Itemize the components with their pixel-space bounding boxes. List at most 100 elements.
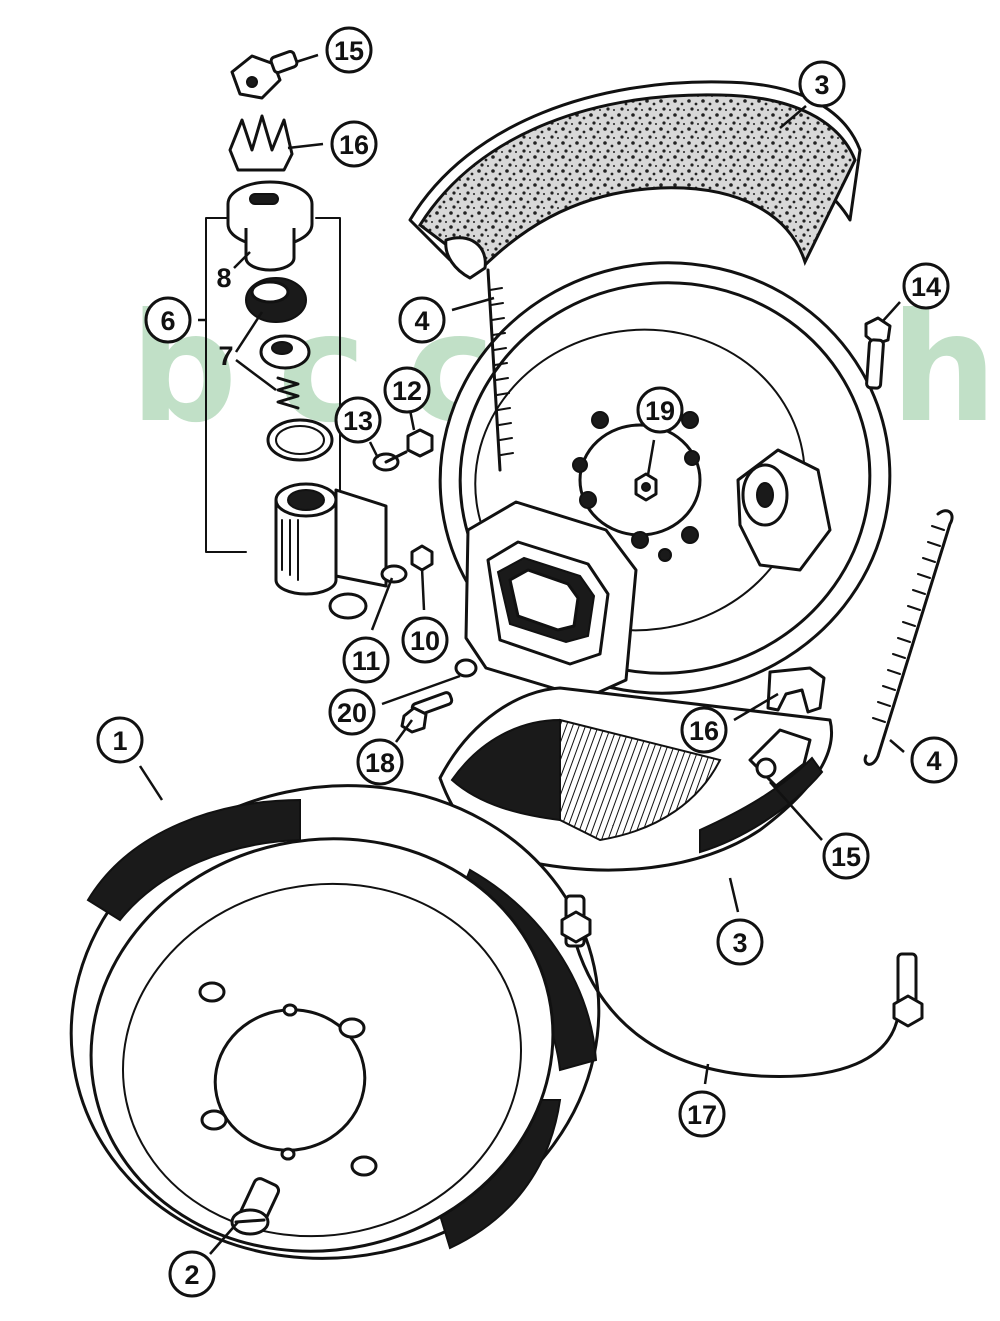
bolt-10 bbox=[410, 544, 434, 572]
callout-group: 15 16 3 14 4 6 12 13 19 11 10 20 18 16 4 1 15 3 17 2 bbox=[96, 26, 958, 1298]
callout-c16a: 16 bbox=[330, 120, 378, 168]
callout-circle bbox=[716, 918, 764, 966]
callout-circle bbox=[328, 688, 376, 736]
callout-circle bbox=[96, 716, 144, 764]
dust-cap bbox=[226, 180, 314, 272]
plain-label-group: 87 bbox=[216, 263, 233, 371]
washer-11 bbox=[380, 564, 408, 584]
leader-c20 bbox=[381, 674, 461, 706]
brake-drum bbox=[69, 784, 601, 1260]
leader-c16a bbox=[287, 142, 324, 150]
label-l7: 7 bbox=[218, 341, 233, 371]
o-ring bbox=[266, 418, 334, 462]
cylinder-body bbox=[274, 482, 388, 620]
callout-number: 18 bbox=[365, 748, 395, 778]
leader-c13 bbox=[368, 441, 380, 459]
callout-c19: 19 bbox=[636, 386, 684, 434]
leader-c14 bbox=[881, 301, 901, 323]
piston-seal bbox=[259, 334, 311, 370]
callout-circle bbox=[356, 738, 404, 786]
bolt-12 bbox=[406, 428, 434, 458]
callout-circle bbox=[680, 706, 728, 754]
callout-circle bbox=[798, 60, 846, 108]
lower-brake-shoe bbox=[438, 686, 833, 872]
callout-circle bbox=[144, 296, 192, 344]
callout-circle bbox=[910, 736, 958, 784]
upper-brake-shoe bbox=[408, 80, 862, 280]
bolt-18 bbox=[400, 691, 454, 734]
callout-circle bbox=[342, 636, 390, 684]
callout-number: 15 bbox=[831, 842, 861, 872]
leader-c11 bbox=[370, 577, 394, 631]
piston bbox=[245, 277, 307, 323]
callout-number: 3 bbox=[732, 928, 747, 958]
lower-pull-off-spring bbox=[863, 509, 954, 766]
spring bbox=[276, 376, 300, 410]
leader-c4b bbox=[889, 739, 905, 753]
callout-number: 4 bbox=[414, 306, 429, 336]
leader-c17 bbox=[703, 1063, 710, 1085]
leader-c15b bbox=[769, 781, 823, 841]
callout-circle bbox=[168, 1250, 216, 1298]
clip-lower bbox=[766, 666, 826, 714]
callout-c10: 10 bbox=[401, 616, 449, 664]
callout-number: 2 bbox=[184, 1260, 199, 1290]
callout-circle bbox=[334, 396, 382, 444]
callout-circle bbox=[678, 1090, 726, 1138]
label-l8: 8 bbox=[216, 263, 231, 293]
leader-8 bbox=[233, 251, 251, 269]
callout-circle bbox=[902, 262, 950, 310]
leader-7 bbox=[234, 311, 277, 391]
leader-c16b bbox=[733, 692, 779, 722]
callout-circle bbox=[383, 366, 431, 414]
callout-circle bbox=[401, 616, 449, 664]
callout-circle bbox=[398, 296, 446, 344]
callout-c11: 11 bbox=[342, 636, 390, 684]
callout-circle bbox=[325, 26, 373, 74]
rubber-boot bbox=[464, 500, 638, 700]
callout-c20: 20 bbox=[328, 688, 376, 736]
callout-c1: 1 bbox=[96, 716, 144, 764]
callout-number: 12 bbox=[392, 376, 422, 406]
callout-number: 4 bbox=[926, 746, 941, 776]
callout-number: 13 bbox=[343, 406, 373, 436]
callout-c15b: 15 bbox=[822, 832, 870, 880]
washer-20 bbox=[454, 658, 478, 678]
upper-pull-off-spring bbox=[486, 268, 514, 472]
callout-c16b: 16 bbox=[680, 706, 728, 754]
leader-c4a bbox=[451, 296, 495, 312]
callout-number: 16 bbox=[689, 716, 719, 746]
callout-number: 20 bbox=[337, 698, 367, 728]
callout-number: 1 bbox=[112, 726, 127, 756]
leader-c15a bbox=[295, 53, 319, 64]
bleed-screw-top bbox=[230, 50, 299, 100]
plate-wheel-cylinder bbox=[736, 448, 832, 572]
callout-circle bbox=[330, 120, 378, 168]
callout-c17: 17 bbox=[678, 1090, 726, 1138]
callout-number: 14 bbox=[911, 272, 941, 302]
callout-number: 17 bbox=[687, 1100, 717, 1130]
callout-number: 19 bbox=[645, 396, 675, 426]
callout-c12: 12 bbox=[383, 366, 431, 414]
washer-13 bbox=[372, 450, 408, 472]
callout-c4b: 4 bbox=[910, 736, 958, 784]
leader-lines bbox=[138, 53, 905, 1255]
callout-number: 3 bbox=[814, 70, 829, 100]
callout-c15a: 15 bbox=[325, 26, 373, 74]
clip-top bbox=[228, 114, 294, 172]
hub-nut bbox=[634, 472, 658, 502]
leader-c1 bbox=[138, 765, 164, 801]
callout-c18: 18 bbox=[356, 738, 404, 786]
callout-c3b: 3 bbox=[716, 918, 764, 966]
callout-number: 15 bbox=[334, 36, 364, 66]
callout-number: 11 bbox=[352, 646, 381, 676]
callout-circle bbox=[822, 832, 870, 880]
callout-c14: 14 bbox=[902, 262, 950, 310]
callout-c2: 2 bbox=[168, 1250, 216, 1298]
callout-number: 10 bbox=[410, 626, 440, 656]
bleeder-14 bbox=[864, 316, 892, 390]
callout-c3a: 3 bbox=[798, 60, 846, 108]
leader-c3b bbox=[728, 877, 740, 913]
callout-c6: 6 bbox=[144, 296, 192, 344]
